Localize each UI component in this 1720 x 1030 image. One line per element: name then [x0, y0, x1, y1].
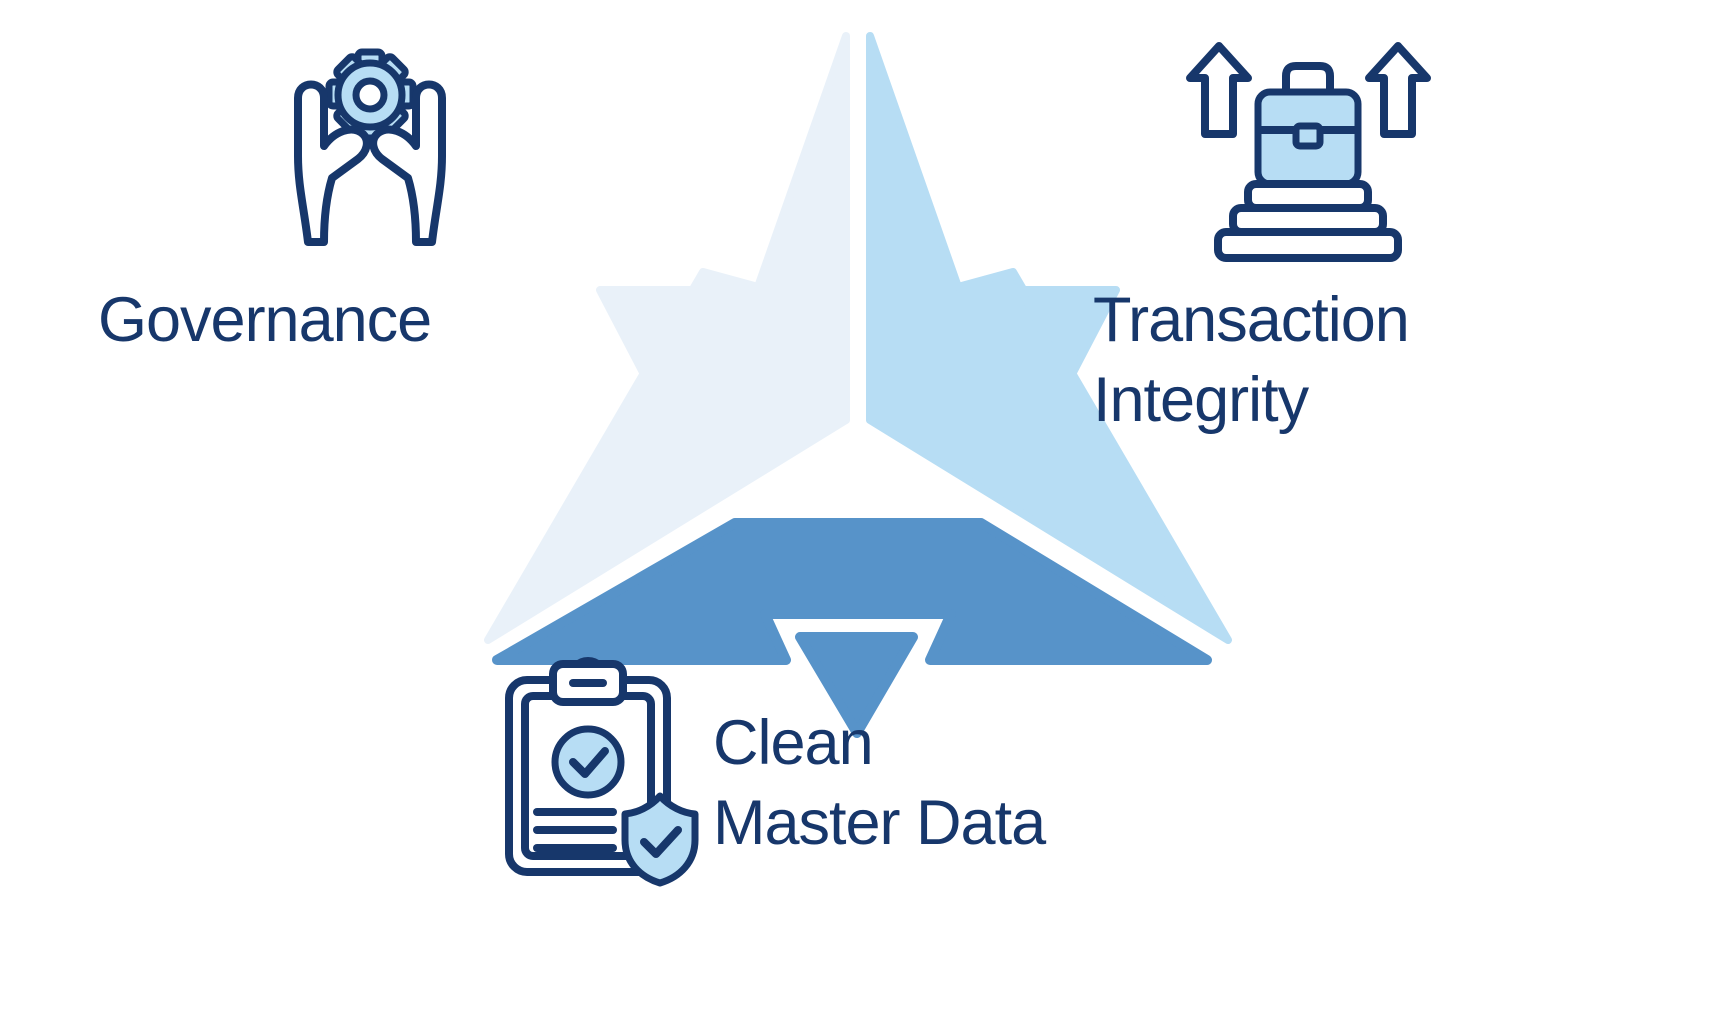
left-arrow-shape [484, 32, 850, 644]
podium-steps-icon [1214, 180, 1402, 262]
text-lines [533, 808, 617, 852]
transaction-integrity-label: Transaction Integrity [1093, 280, 1410, 440]
clean-master-data-line1: Clean [713, 708, 874, 778]
left-hand [294, 80, 371, 246]
transaction-integrity-line1: Transaction [1093, 285, 1410, 355]
up-arrow-left-icon [1186, 42, 1252, 138]
shield-check-icon [621, 792, 699, 887]
check-circle-icon [551, 725, 625, 799]
governance-label: Governance [98, 285, 432, 355]
bottom-arrow-shape [492, 518, 1212, 738]
clipboard-check-shield-icon [505, 657, 699, 887]
hands-holding-gear-icon [294, 48, 446, 246]
right-hand [369, 80, 446, 246]
right-arrow-shape [866, 32, 1232, 644]
gear-icon [325, 48, 417, 142]
transaction-integrity-line2: Integrity [1093, 365, 1309, 435]
briefcase-podium-growth-icon [1186, 42, 1431, 262]
up-arrow-right-icon [1365, 42, 1431, 138]
clean-master-data-label: Clean Master Data [713, 703, 1046, 863]
briefcase-icon [1254, 62, 1362, 188]
clean-master-data-line2: Master Data [713, 788, 1046, 858]
